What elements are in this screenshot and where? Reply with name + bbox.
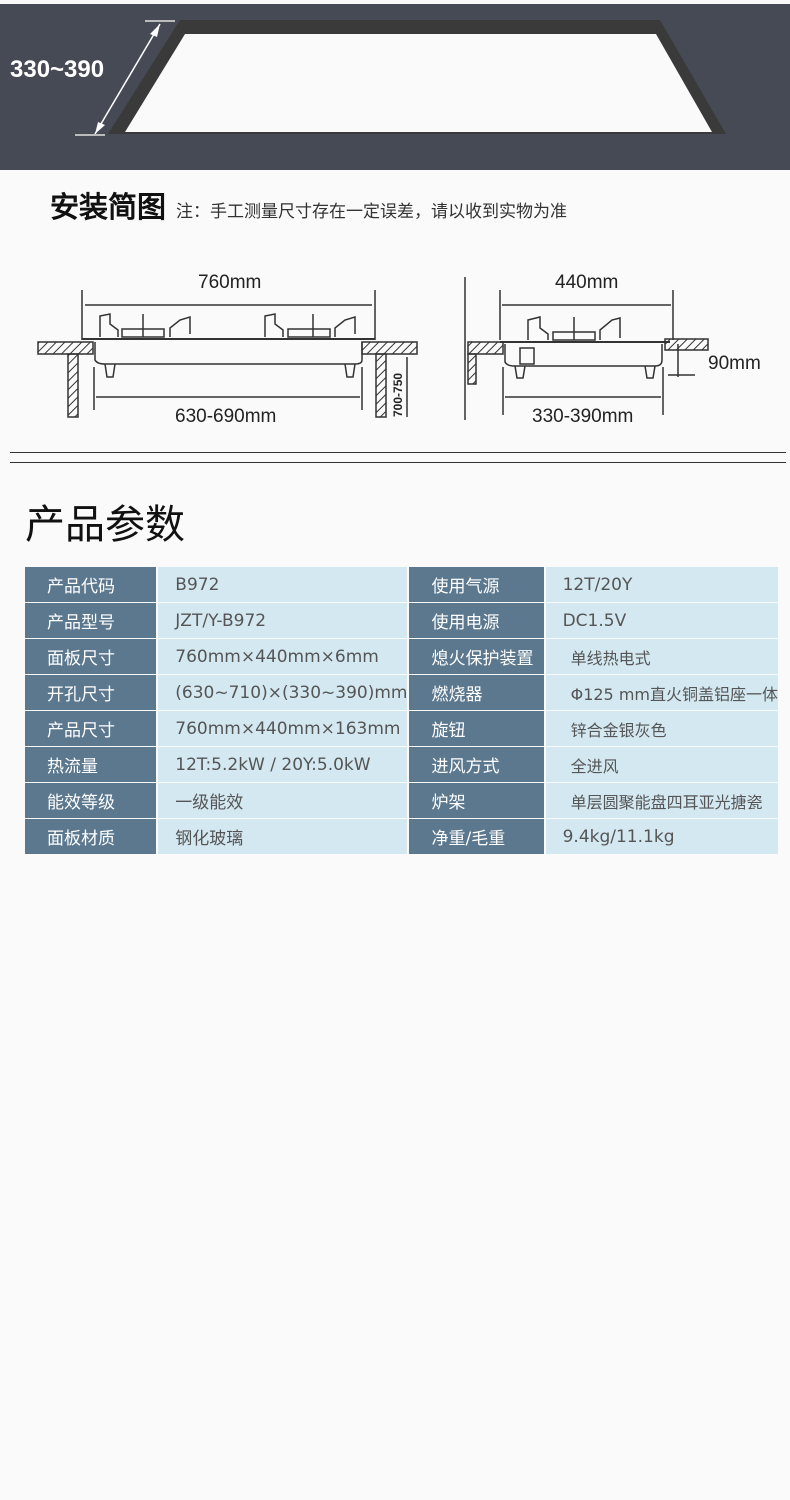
- param-label: 热流量: [25, 747, 157, 782]
- param-value: 单线热电式: [545, 639, 778, 674]
- param-label: 炉架: [409, 783, 544, 818]
- params-title: 产品参数: [25, 502, 185, 548]
- param-value: B972: [158, 567, 408, 602]
- cutout-banner: 330~390: [0, 4, 790, 170]
- param-label: 使用气源: [409, 567, 544, 602]
- install-note: 注：手工测量尺寸存在一定误差，请以收到实物为准: [176, 202, 568, 222]
- param-label: 产品尺寸: [25, 711, 157, 746]
- cutout-dimension-label: 330~390: [10, 56, 105, 83]
- param-value: 钢化玻璃: [158, 819, 408, 854]
- install-header: 安装简图 注：手工测量尺寸存在一定误差，请以收到实物为准: [50, 184, 567, 226]
- cutout-illustration: [75, 20, 726, 136]
- param-value: JZT/Y-B972: [158, 603, 408, 638]
- param-value: 12T/20Y: [545, 567, 778, 602]
- param-label: 净重/毛重: [409, 819, 544, 854]
- param-value: 9.4kg/11.1kg: [545, 819, 778, 854]
- param-value: 一级能效: [158, 783, 408, 818]
- param-label: 产品代码: [25, 567, 157, 602]
- param-value: 锌合金银灰色: [545, 711, 778, 746]
- param-value: 760mm×440mm×6mm: [158, 639, 408, 674]
- install-diagram: 760mm 630-690mm 700-750 440mm 330-390mm …: [37, 272, 761, 427]
- param-label: 面板尺寸: [25, 639, 157, 674]
- param-value: 12T:5.2kW / 20Y:5.0kW: [158, 747, 408, 782]
- param-value: 全进风: [545, 747, 778, 782]
- param-label: 能效等级: [25, 783, 157, 818]
- param-label: 熄火保护装置: [409, 639, 544, 674]
- param-value: Φ125 mm直火铜盖铝座一体: [545, 675, 778, 710]
- param-label: 旋钮: [409, 711, 544, 746]
- side-depth-label: 90mm: [708, 353, 761, 374]
- install-title: 安装简图: [50, 190, 167, 224]
- table-row: 能效等级一级能效炉架单层圆聚能盘四耳亚光搪瓷: [25, 783, 778, 818]
- param-value: 单层圆聚能盘四耳亚光搪瓷: [545, 783, 778, 818]
- param-label: 面板材质: [25, 819, 157, 854]
- front-view: [37, 277, 709, 420]
- param-label: 开孔尺寸: [25, 675, 157, 710]
- divider: [10, 462, 786, 463]
- param-value: DC1.5V: [545, 603, 778, 638]
- divider: [10, 452, 786, 453]
- param-label: 产品型号: [25, 603, 157, 638]
- front-cutout-label: 630-690mm: [175, 406, 276, 427]
- side-cutout-label: 330-390mm: [532, 406, 633, 427]
- param-label: 使用电源: [409, 603, 544, 638]
- param-label: 燃烧器: [409, 675, 544, 710]
- front-width-label: 760mm: [198, 272, 261, 293]
- param-value: 760mm×440mm×163mm: [158, 711, 408, 746]
- side-width-label: 440mm: [555, 272, 618, 293]
- param-value: (630~710)×(330~390)mm: [158, 675, 408, 710]
- param-label: 进风方式: [409, 747, 544, 782]
- front-height-label: 700-750: [391, 373, 405, 417]
